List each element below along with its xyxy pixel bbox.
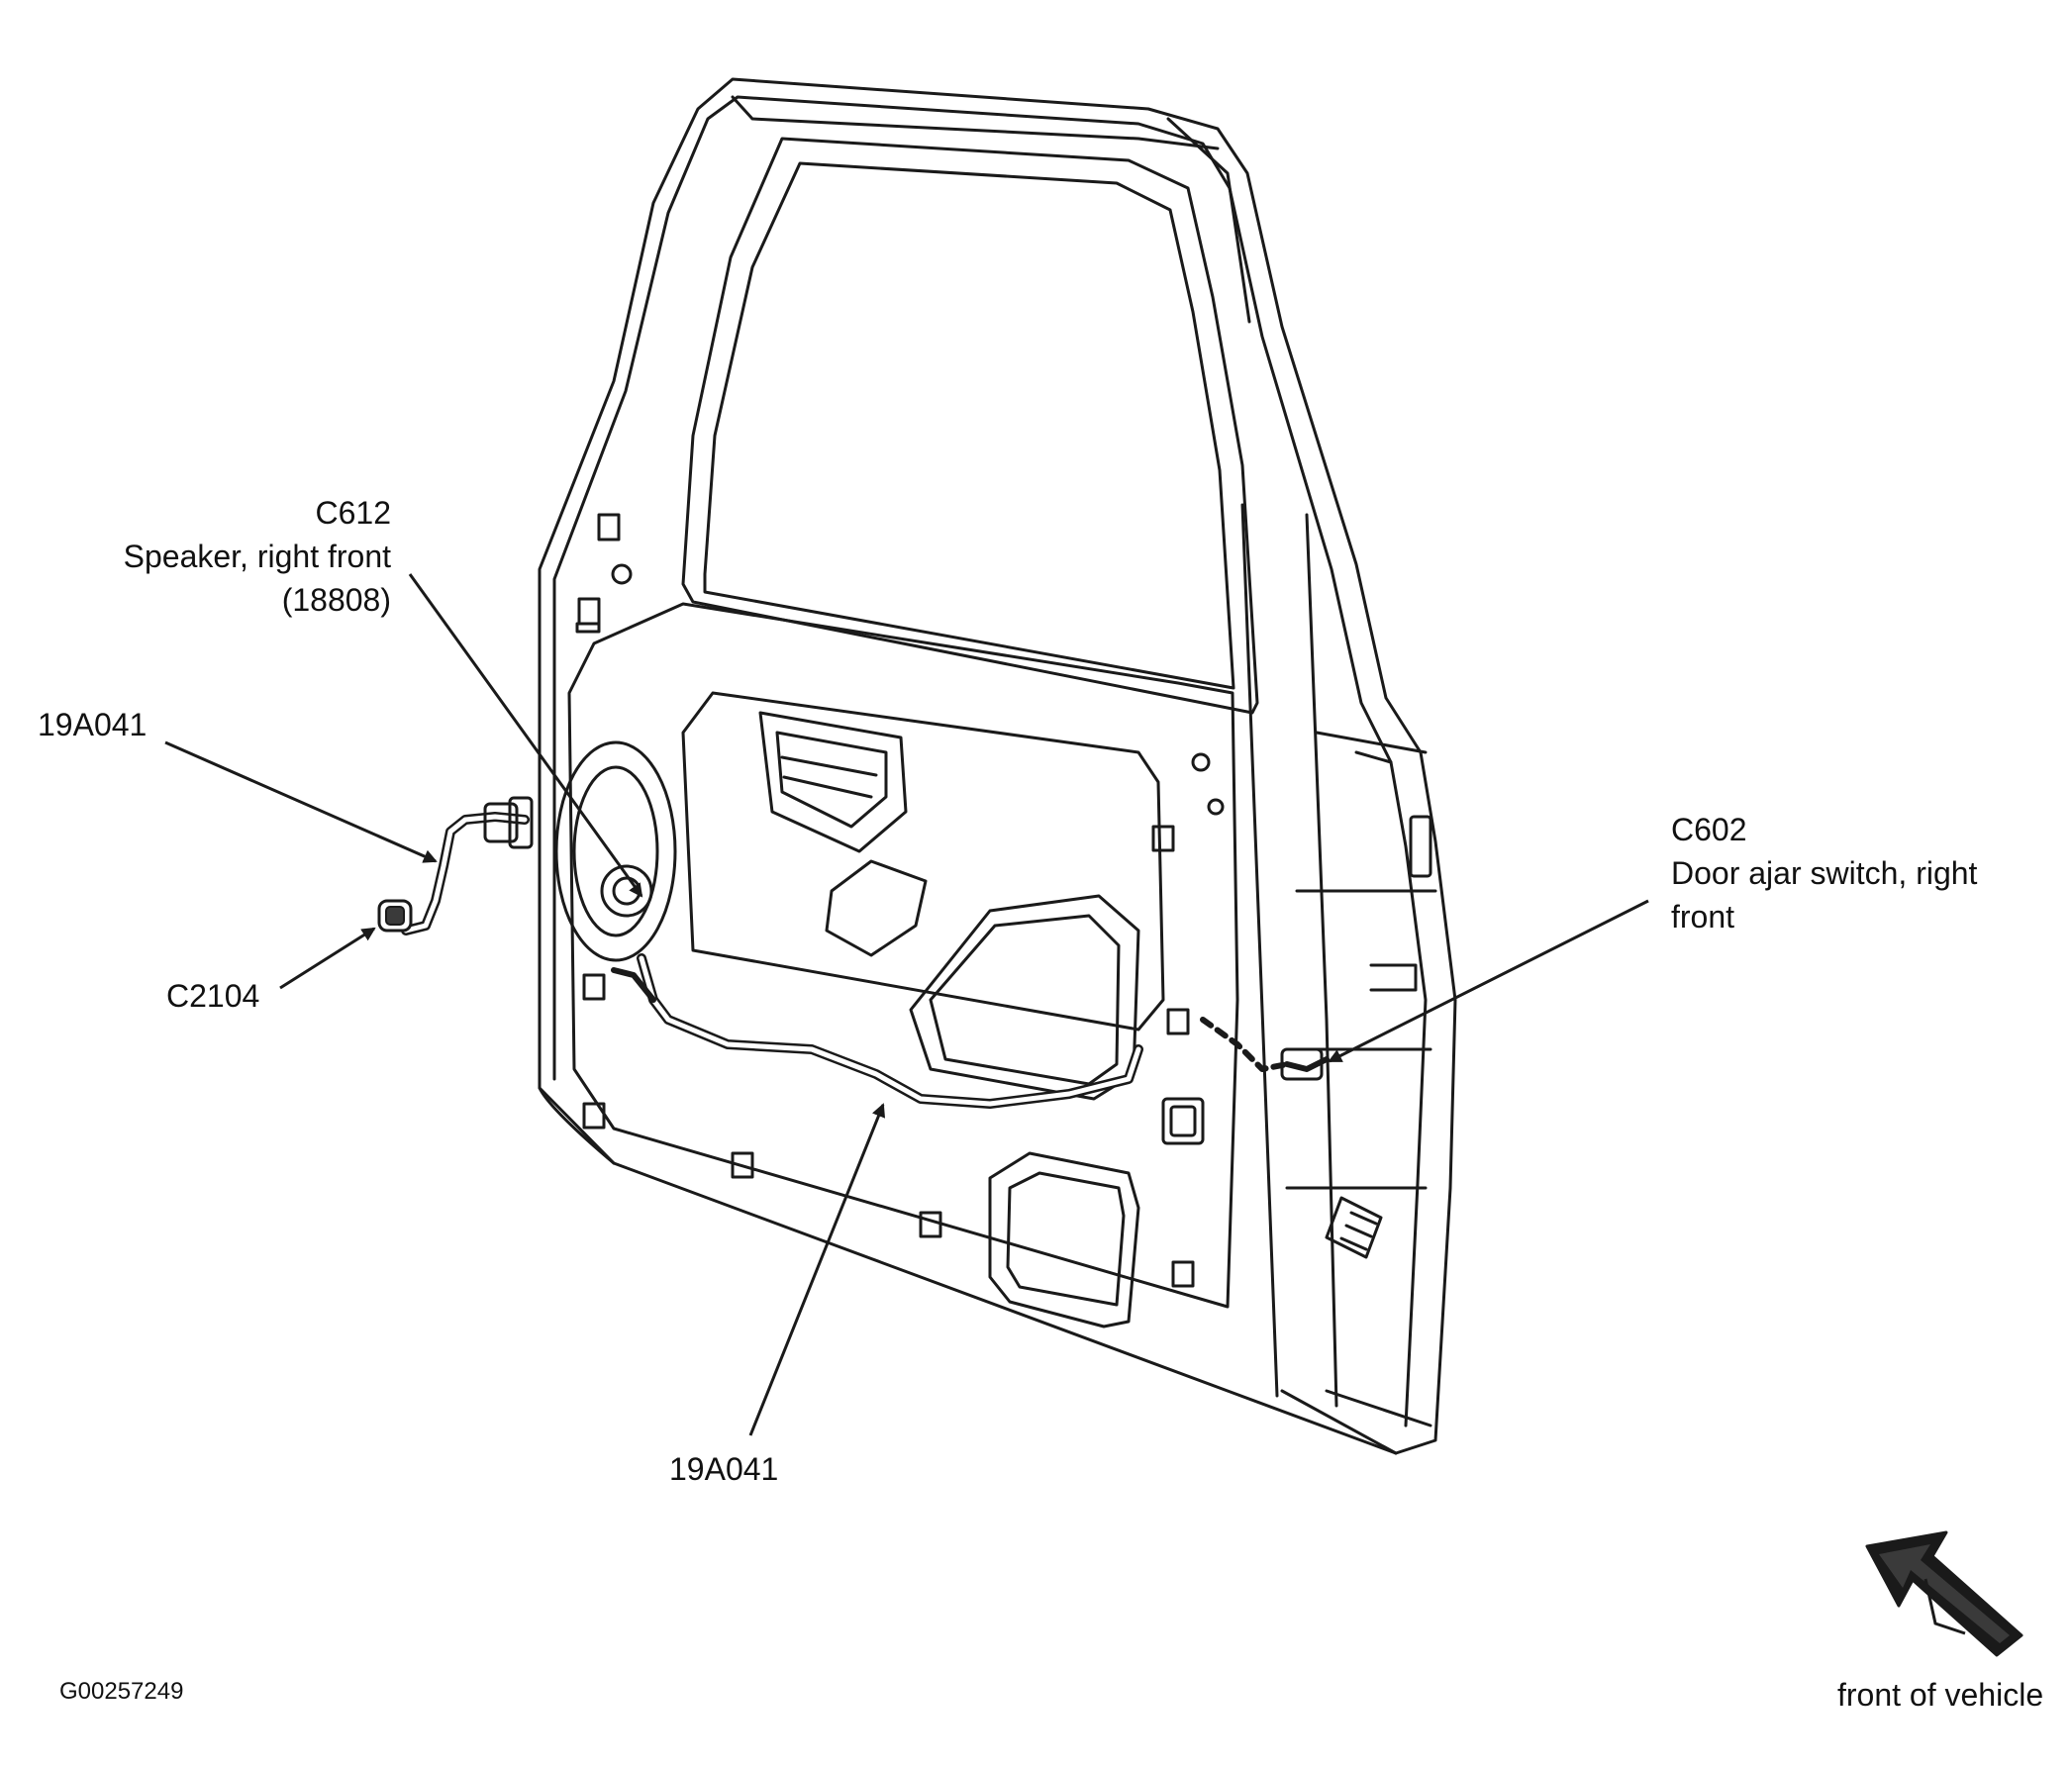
c602-description-line2: front bbox=[1671, 899, 1735, 935]
c612-code: C612 bbox=[315, 495, 392, 531]
c612-part-number: (18808) bbox=[281, 582, 391, 618]
upper-frame-rail bbox=[731, 95, 1220, 150]
c612-description: Speaker, right front bbox=[123, 539, 391, 574]
window-opening-outer bbox=[681, 137, 1259, 715]
door-shut-face bbox=[1240, 503, 1279, 1398]
harness-lower-label: 19A041 bbox=[669, 1451, 779, 1487]
leader-19a041-upper bbox=[164, 740, 438, 863]
c602-description-line1: Door ajar switch, right bbox=[1671, 855, 1978, 891]
speaker-opening bbox=[554, 740, 677, 962]
front-of-vehicle-arrow-icon bbox=[1865, 1530, 2023, 1657]
leader-c2104 bbox=[279, 927, 376, 990]
figure-id: G00257249 bbox=[59, 1678, 184, 1705]
external-pigtail bbox=[377, 796, 534, 935]
wiring-harness-19a041 bbox=[611, 953, 1330, 1109]
window-opening-inner bbox=[703, 161, 1235, 690]
upper-cutout bbox=[681, 691, 1165, 1032]
orientation-label: front of vehicle bbox=[1837, 1677, 2044, 1713]
lower-cutout bbox=[988, 1151, 1140, 1328]
c602-label-group: C602 Door ajar switch, right front bbox=[1671, 808, 1977, 938]
c612-label-group: C612 Speaker, right front (18808) bbox=[124, 491, 391, 622]
lower-recess bbox=[909, 894, 1140, 1101]
leader-19a041-lower bbox=[748, 1103, 886, 1436]
door-outer-outline bbox=[538, 77, 1457, 1455]
c2104-label: C2104 bbox=[166, 978, 260, 1014]
c602-code: C602 bbox=[1671, 812, 1747, 847]
harness-upper-label: 19A041 bbox=[38, 707, 148, 742]
leader-lines bbox=[164, 573, 1649, 1436]
door-body bbox=[538, 77, 1457, 1455]
leader-c602 bbox=[1328, 899, 1649, 1063]
leader-c612 bbox=[408, 573, 643, 898]
interior-handle-recess bbox=[825, 859, 928, 957]
